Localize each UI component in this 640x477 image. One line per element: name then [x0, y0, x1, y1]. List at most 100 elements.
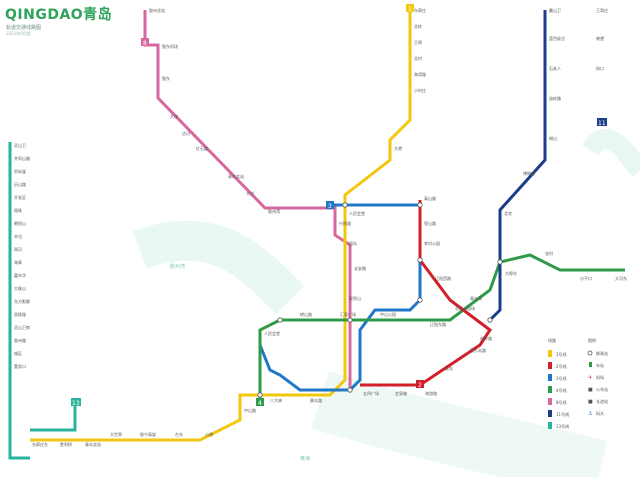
svg-text:4: 4: [258, 400, 262, 407]
svg-text:8: 8: [143, 40, 147, 47]
station-label: 辛屯: [14, 233, 22, 239]
station-label: 麦岛: [445, 365, 453, 371]
station-label: 大洋: [170, 113, 178, 119]
station-label: 人民会堂: [264, 330, 280, 336]
station-label: 海湾路: [414, 71, 426, 77]
station-label: 青岛北站: [228, 173, 244, 179]
station-label: 辽阳西路: [435, 275, 451, 281]
station-label: 王埠: [414, 39, 422, 45]
line-13-stations: 灵山卫 井冈山路 积米崖 历山路 开发区 隐珠 朝阳山 辛屯 两河 海青 嘉年华…: [14, 142, 30, 369]
legend: 线路 1号线 2号线 3号线 4号线 8号线 11号线 13号线 图例 换乘站 …: [548, 337, 608, 429]
station-label: 海青: [14, 259, 22, 265]
station-label: 汇泉广场: [340, 311, 356, 317]
station-label: 燕儿岛路: [470, 347, 486, 353]
svg-text:3号线: 3号线: [556, 375, 567, 381]
station-label: 海游路: [425, 390, 437, 396]
station-label: 双珠路: [14, 311, 26, 317]
svg-text:2号线: 2号线: [556, 363, 567, 369]
line-8-route: [143, 10, 352, 390]
station-label: 张村: [545, 250, 553, 256]
station-label: 胶东: [162, 75, 170, 81]
station-label: 沽河: [182, 130, 190, 136]
station-label: 兴阳路: [339, 220, 351, 226]
bus-icon: ■: [588, 399, 593, 405]
station-label: 大港: [394, 145, 402, 151]
airport-icon: ✈: [588, 375, 592, 381]
station-label: 长安路: [354, 265, 366, 271]
station-label: 东方影都: [14, 298, 30, 304]
line-2-stations: 五四广场 芝泉路 海游路 麦岛 燕儿岛路 苗岭路 石老人浴场 辽阳西路 李村公园…: [363, 195, 492, 396]
svg-text:火车站: 火车站: [596, 386, 608, 392]
sea-pattern: [132, 129, 640, 477]
svg-text:码头: 码头: [596, 410, 604, 416]
station-label: 人民会堂: [349, 210, 365, 216]
station-label: 辽阳东路: [430, 321, 446, 327]
station-label: 东郭庄东: [32, 441, 48, 447]
svg-text:2: 2: [418, 382, 422, 389]
map-subtitle: 轨道交通线路图: [6, 25, 42, 31]
line-2-route: [360, 200, 493, 387]
station-label: 北岭: [414, 23, 422, 29]
line-13-route: [8, 142, 77, 460]
line-1-stations: 东郭庄 北岭 王埠 北村 海湾路 小村庄 大港 人民会堂 团岛 双积山 黄岛路 …: [32, 7, 426, 447]
station-label: 仰口: [596, 65, 604, 71]
station-label: 大河东: [615, 275, 627, 281]
station-label: 小村庄: [414, 87, 426, 93]
svg-text:1: 1: [408, 6, 412, 13]
legend-title-2: 图例: [588, 337, 596, 343]
line-3-route: [258, 203, 422, 392]
line-4-stations: 人民会堂 崂山路 汇泉广场 中山公园 辽阳东路 青岛湾 大埠东 张村 沙子口 大…: [264, 250, 627, 336]
svg-text:13: 13: [72, 400, 80, 407]
station-label: 灵山卫: [14, 142, 26, 148]
station-label: 大村: [246, 190, 254, 196]
station-label: 北宅: [504, 210, 512, 216]
sea-label: 黄海: [300, 455, 310, 462]
station-label: 双积山: [349, 295, 361, 301]
station-label: 蓝色硅谷: [549, 35, 565, 41]
svg-text:车站: 车站: [596, 362, 604, 368]
station-label: 王哥庄: [596, 7, 608, 13]
svg-text:8号线: 8号线: [556, 399, 567, 405]
station-label: 崂山路: [300, 311, 312, 317]
svg-text:换乘站: 换乘站: [596, 350, 608, 356]
station-label: 北村: [414, 55, 422, 61]
line-badges: 1 2 3 4 8 11 13: [71, 4, 607, 407]
station-label: 石老人: [549, 65, 561, 71]
station-label: 历山路: [14, 181, 26, 187]
line-8-stations: 胶州北站 胶东机场 胶东 大洋 沽河 红石崖 青岛北站 大村 胶州湾 兴阳路 长…: [149, 7, 366, 271]
station-label: 开发区: [14, 194, 26, 200]
station-label: 大埠东: [505, 270, 517, 276]
map-edition: 2023年6月版: [6, 31, 31, 36]
line-4-route: [258, 253, 625, 400]
station-label: 隐珠: [14, 207, 22, 213]
station-label: 井冈山路: [14, 155, 30, 161]
station-label: 李村公园: [424, 240, 440, 246]
station-label: 中山路: [244, 407, 256, 413]
station-label: 石老人浴场: [455, 305, 475, 311]
station-label: 东郭庄: [414, 7, 426, 13]
station-label: 董家口: [14, 363, 26, 369]
station-label: 两河: [14, 246, 22, 252]
station-label: 崂山: [549, 135, 557, 141]
station-label: 嘉年华: [14, 272, 26, 278]
station-label: 泰山路: [424, 195, 436, 201]
station-label: 中山公园: [380, 311, 396, 317]
station-label: 博物馆: [523, 170, 535, 176]
station-label: 朝阳山: [14, 220, 26, 226]
station-label: 胶宁高架: [140, 431, 156, 437]
svg-text:机场: 机场: [596, 374, 604, 380]
station-label: 芝泉路: [395, 390, 407, 396]
line-1-route: [30, 10, 412, 442]
station-label: 胶东机场: [162, 43, 178, 49]
svg-text:11号线: 11号线: [556, 411, 569, 417]
station-label: 胜利桥: [60, 441, 72, 447]
svg-text:1号线: 1号线: [556, 351, 567, 357]
station-label: 青岛北站: [85, 441, 101, 447]
station-label: 积米崖: [14, 168, 26, 174]
station-label: 青岛湾: [470, 295, 482, 301]
legend-title: 线路: [548, 337, 556, 343]
station-label: 枣山路: [424, 220, 436, 226]
line-11-stations: 鳌山卫 蓝色硅谷 石老人 苗岭路 崂山 博物馆 北宅 王哥庄 晓望 仰口: [504, 7, 608, 216]
